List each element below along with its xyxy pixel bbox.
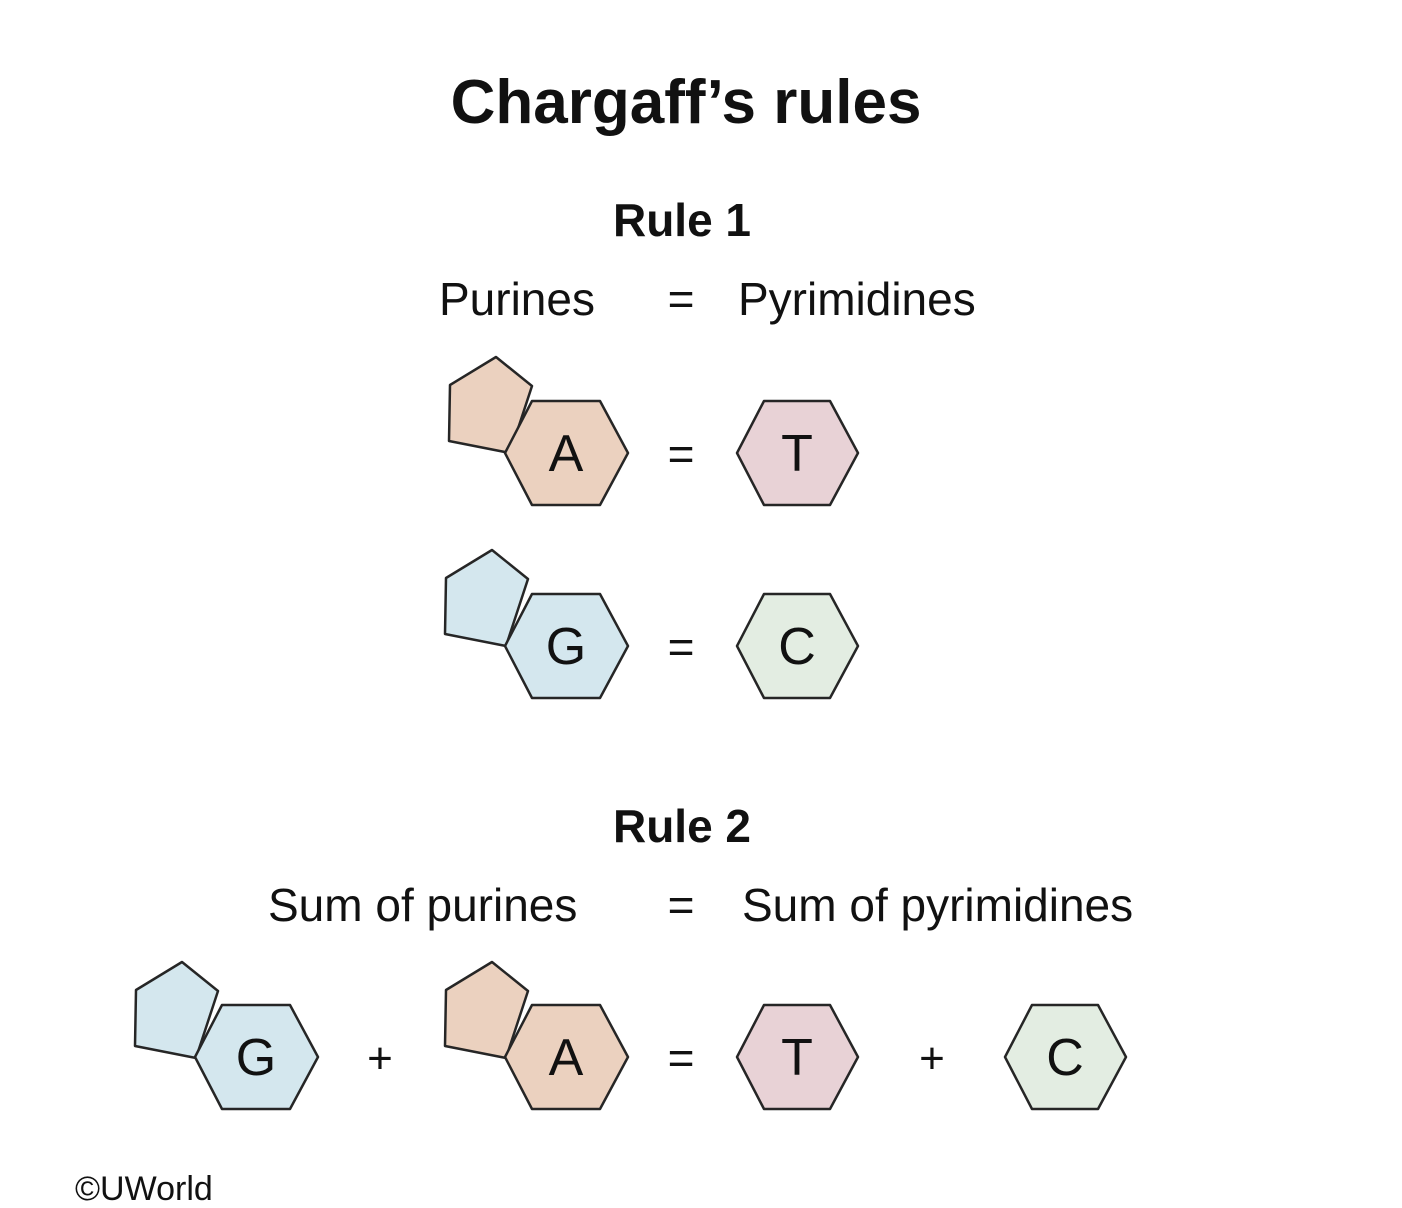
purine-guanine-1: G <box>443 548 630 700</box>
guanine-2-pentagon <box>133 960 220 1060</box>
adenine-2-label: A <box>549 1029 584 1087</box>
thymine-2-hexagon <box>735 1003 860 1111</box>
purine-adenine-2: A <box>443 960 630 1111</box>
rule-2-heading: Rule 2 <box>612 800 752 852</box>
thymine-2-label: T <box>781 1029 813 1087</box>
diagram-title: Chargaff’s rules <box>450 68 922 137</box>
adenine-2-hexagon <box>503 1003 630 1111</box>
rule-1-right-label: Pyrimidines <box>738 273 976 325</box>
guanine-2-hexagon <box>193 1003 320 1111</box>
pyrimidine-cytosine-1: C <box>735 592 860 700</box>
guanine-2-label: G <box>236 1029 276 1087</box>
guanine-1-hexagon <box>503 592 630 700</box>
cytosine-2-hexagon <box>1003 1003 1128 1111</box>
rule-1-heading: Rule 1 <box>612 194 752 246</box>
guanine-1-pentagon <box>443 548 530 648</box>
cytosine-2-label: C <box>1046 1029 1084 1087</box>
adenine-2-pentagon <box>443 960 530 1060</box>
rule-1-equals: = <box>667 273 695 325</box>
thymine-1-label: T <box>781 425 813 483</box>
purine-guanine-2: G <box>133 960 320 1111</box>
adenine-1-hexagon <box>503 399 630 507</box>
equation-equals: = <box>668 1032 695 1084</box>
equation-plus-2: + <box>919 1034 945 1083</box>
cytosine-1-label: C <box>778 618 816 676</box>
pyrimidine-cytosine-2: C <box>1003 1003 1128 1111</box>
rule-2-right-label: Sum of pyrimidines <box>742 879 1134 931</box>
purine-adenine-1: A <box>447 355 630 507</box>
rule-1-left-label: Purines <box>439 273 595 325</box>
adenine-1-label: A <box>549 425 584 483</box>
cytosine-1-hexagon <box>735 592 860 700</box>
thymine-1-hexagon <box>735 399 860 507</box>
pyrimidine-thymine-1: T <box>735 399 860 507</box>
equation-plus-1: + <box>367 1034 393 1083</box>
rule-2-equals: = <box>667 879 695 931</box>
pair-1-equals: = <box>668 428 695 480</box>
guanine-1-label: G <box>546 618 586 676</box>
pair-2-equals: = <box>668 621 695 673</box>
rule-2-left-label: Sum of purines <box>268 879 578 931</box>
pyrimidine-thymine-2: T <box>735 1003 860 1111</box>
